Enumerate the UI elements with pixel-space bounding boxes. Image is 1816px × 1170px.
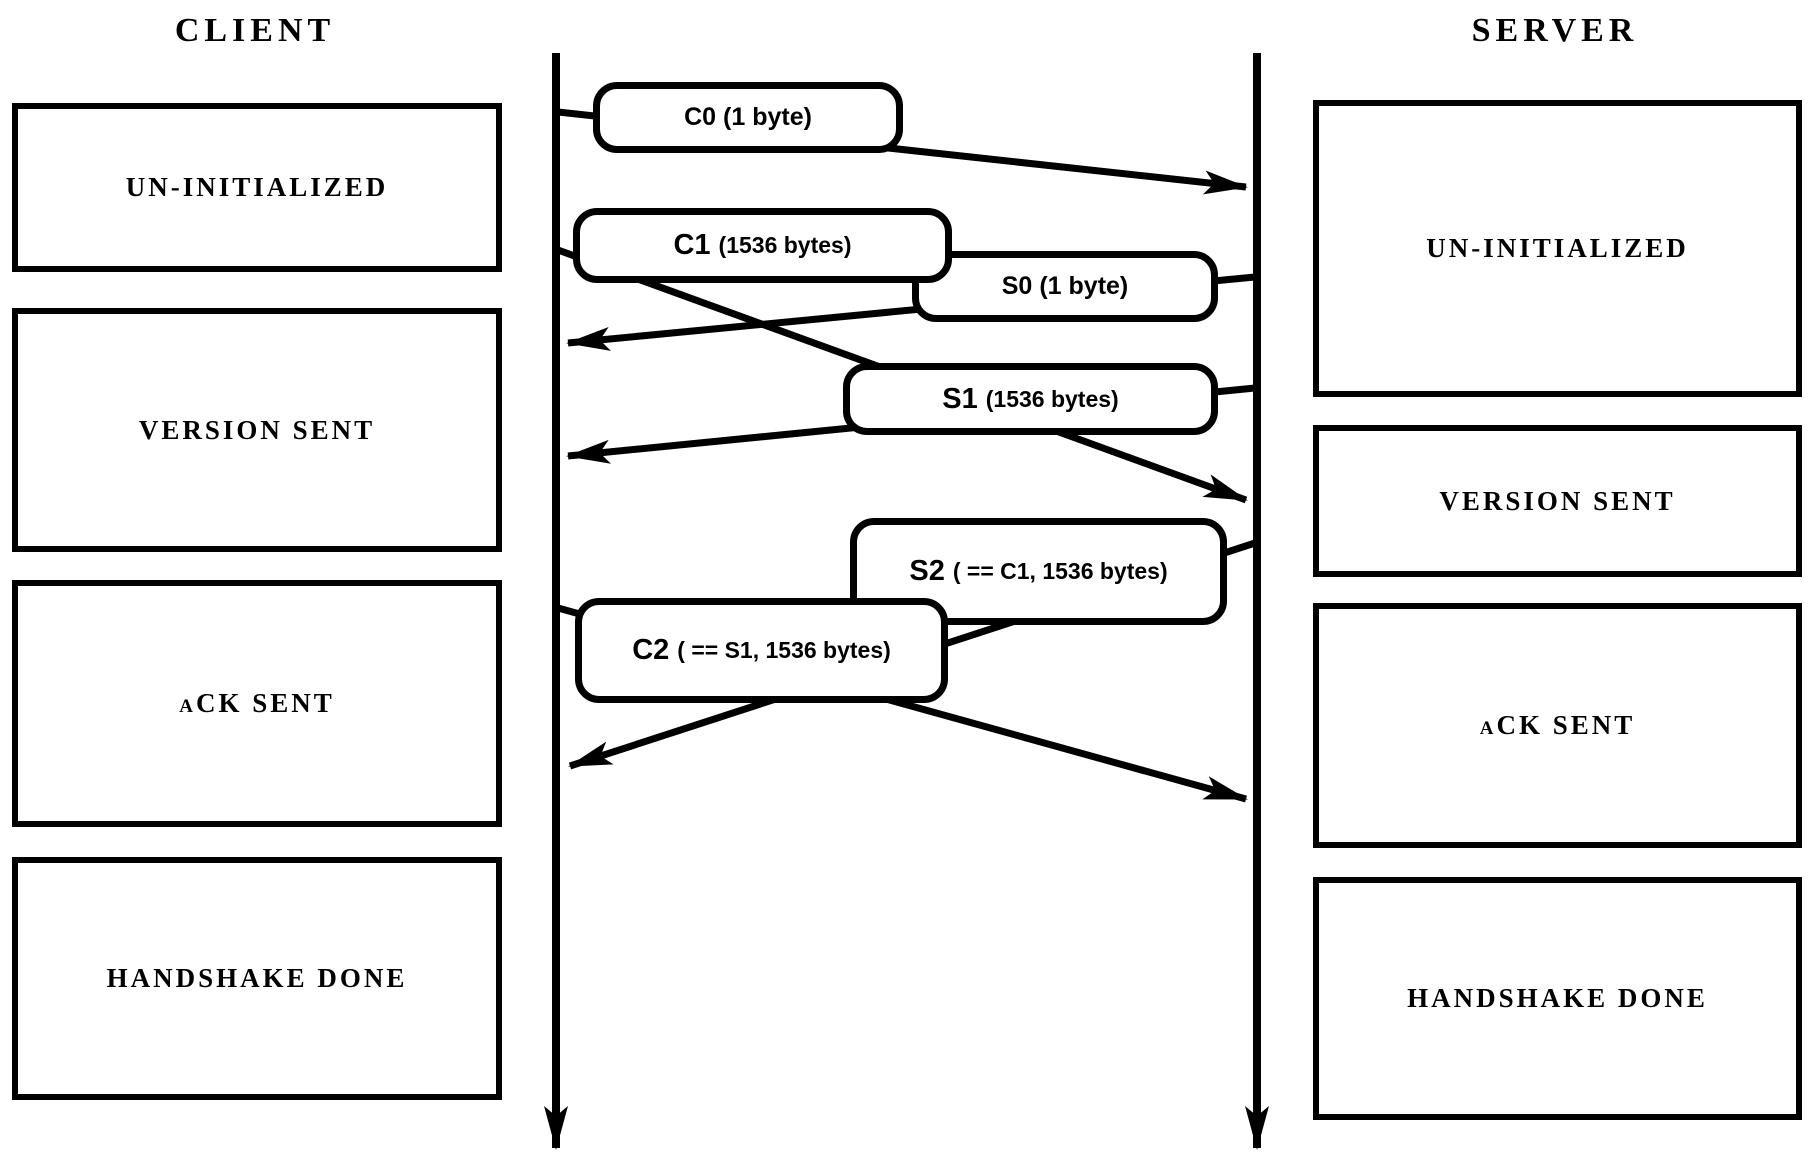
server-state-box-handshake-done: HANDSHAKE DONE [1313,877,1802,1120]
state-label: aCK SENT [1479,710,1636,740]
client-state-box-handshake-done: HANDSHAKE DONE [12,857,502,1100]
server-state-box-ack-sent: aCK SENT [1313,603,1802,848]
message-detail: (1536 bytes) [985,385,1119,412]
state-label: HANDSHAKE DONE [1407,983,1708,1013]
message-bubble-s0: S0 (1 byte) [912,251,1218,322]
message-bubble-c2: C2 ( == S1, 1536 bytes) [575,598,948,703]
message-detail: ( == S1, 1536 bytes) [677,637,891,663]
message-id: C0 [684,103,717,131]
message-detail: ( == C1, 1536 bytes) [952,558,1168,584]
message-bubble-s1: S1 (1536 bytes) [843,363,1218,435]
server-state-box-uninitialized: UN-INITIALIZED [1313,100,1802,397]
message-id: S2 [909,555,945,587]
message-id: S1 [942,382,978,415]
message-id: S0 [1001,272,1033,300]
client-state-box-ack-sent: aCK SENT [12,580,502,827]
client-title: CLIENT [174,12,336,49]
message-bubble-c0: C0 (1 byte) [593,82,903,153]
state-label: aCK SENT [179,688,335,718]
state-label: UN-INITIALIZED [1426,233,1689,263]
server-state-box-version-sent: VERSION SENT [1313,425,1802,577]
message-bubble-c1: C1 (1536 bytes) [573,208,952,283]
state-label: HANDSHAKE DONE [106,963,408,993]
message-id: C1 [673,229,711,261]
message-detail: (1 byte) [1039,272,1129,300]
message-id: C2 [632,634,670,666]
client-state-box-version-sent: VERSION SENT [12,308,502,552]
message-detail: (1536 bytes) [718,232,852,258]
client-state-box-uninitialized: UN-INITIALIZED [12,103,502,272]
state-label: VERSION SENT [138,414,376,445]
state-label: UN-INITIALIZED [125,172,389,202]
server-title: SERVER [1471,12,1639,49]
message-detail: (1 byte) [723,103,812,131]
state-label: VERSION SENT [1439,485,1676,516]
